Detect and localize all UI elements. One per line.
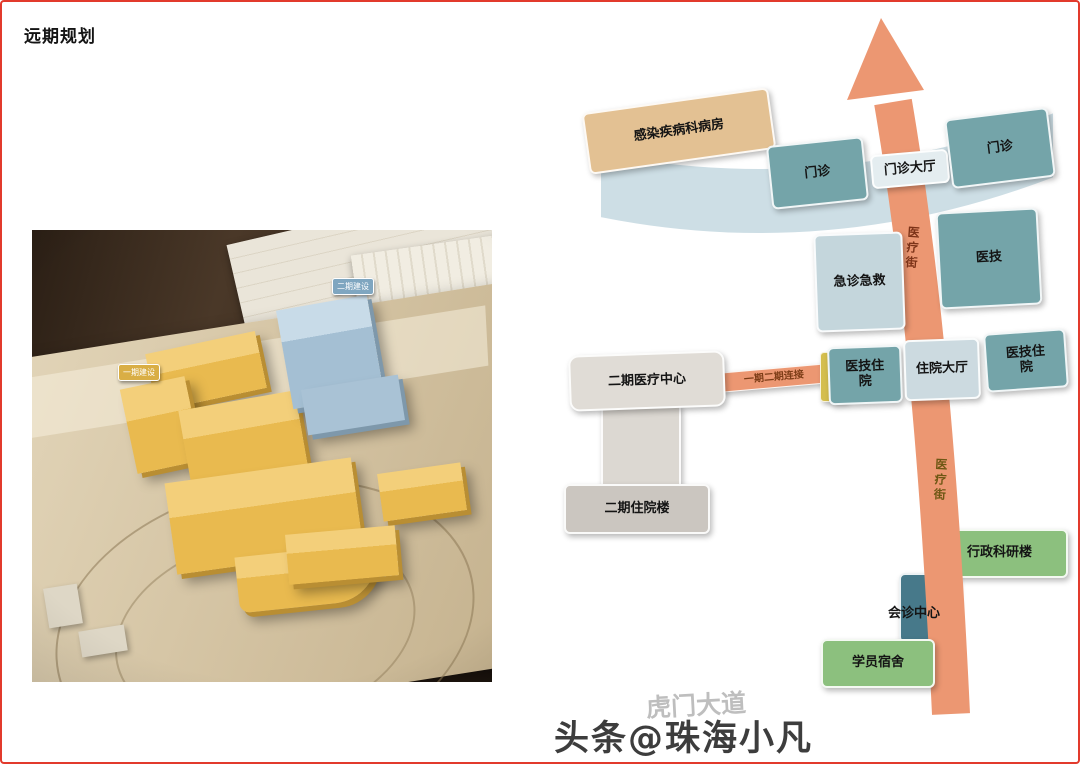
model-photo: 二期建设 一期建设 xyxy=(32,230,492,682)
street-label-top: 医疗街 xyxy=(903,225,921,272)
phase2-connector-stem xyxy=(601,404,681,489)
block-dormitory: 学员宿舍 xyxy=(821,639,935,688)
block-inpatient-hall: 住院大厅 xyxy=(902,337,982,402)
watermark-main: 头条@珠海小凡 xyxy=(554,719,814,759)
block-phase2-inpatient: 二期住院楼 xyxy=(564,484,710,534)
block-phase2-medical-center: 二期医疗中心 xyxy=(568,350,726,412)
page-title: 远期规划 xyxy=(24,27,96,47)
block-emergency: 急诊急救 xyxy=(813,231,906,333)
block-medtech-inpatient-right: 医技住院 xyxy=(983,328,1069,393)
model-tag-phase2: 二期建设 xyxy=(332,278,374,295)
consult-center-label: 会诊中心 xyxy=(888,606,941,621)
block-medtech-inpatient-left: 医技住院 xyxy=(827,344,903,406)
block-admin-research: 行政科研楼 xyxy=(931,529,1068,578)
photo-vignette xyxy=(32,230,492,682)
block-outpatient-right: 门诊 xyxy=(944,106,1056,190)
block-phase1-2-connection: 一期二期连接 xyxy=(717,363,831,393)
street-label-bottom: 医疗街 xyxy=(931,457,949,504)
model-tag-phase1: 一期建设 xyxy=(118,364,160,381)
block-infectious-ward: 感染疾病科病房 xyxy=(581,87,777,175)
block-medtech: 医技 xyxy=(935,207,1043,310)
block-outpatient-left: 门诊 xyxy=(765,136,870,210)
block-outpatient-hall: 门诊大厅 xyxy=(869,148,951,190)
